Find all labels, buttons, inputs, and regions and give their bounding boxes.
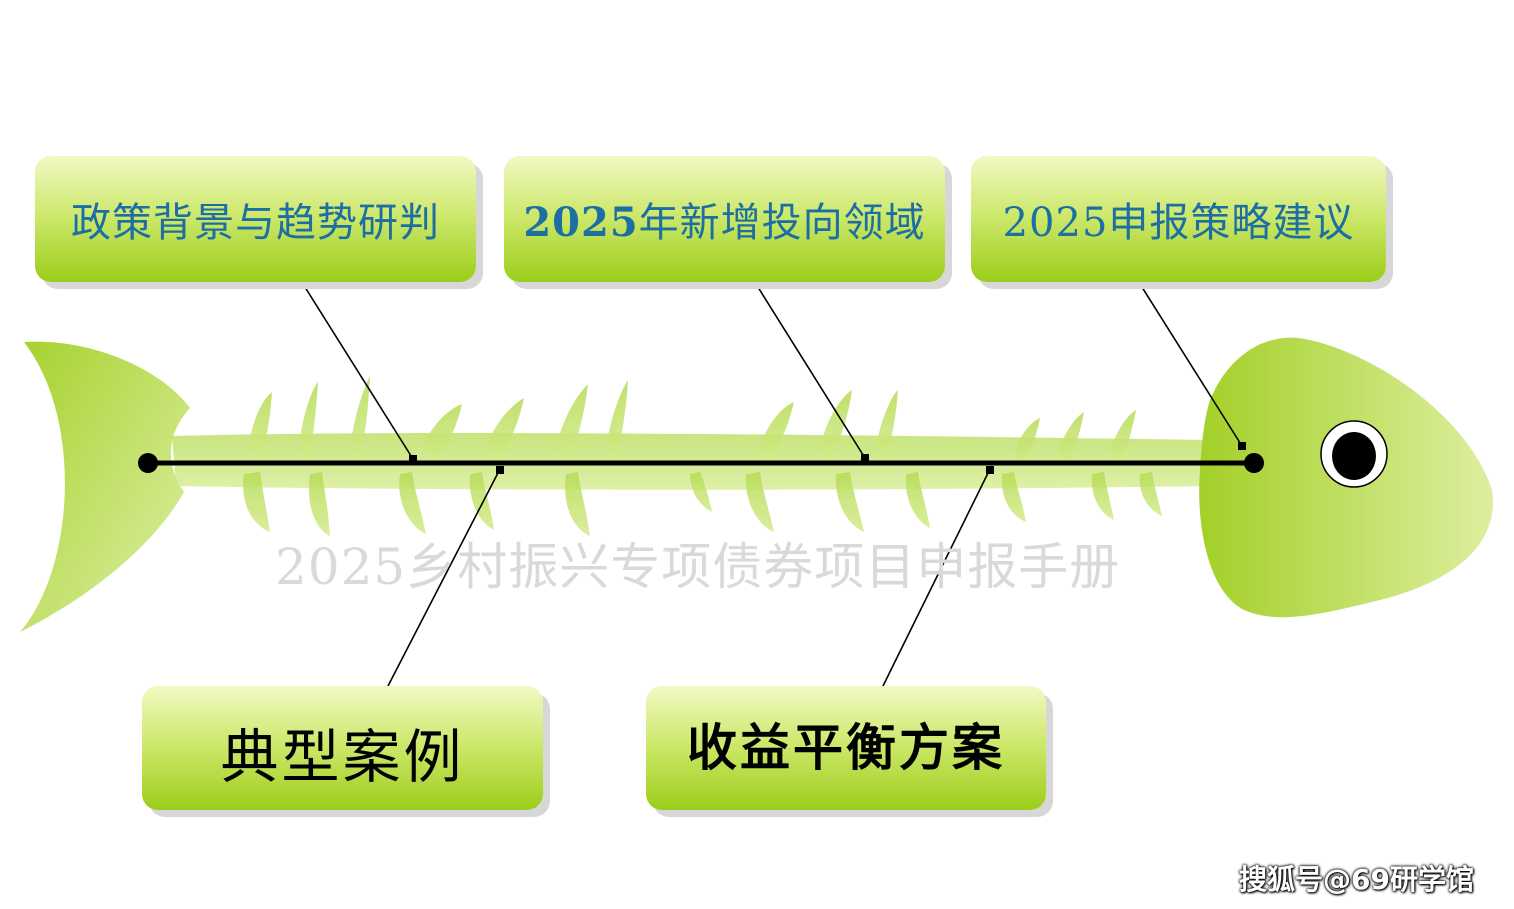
connector-bottom-1 xyxy=(387,468,501,687)
fish-tail xyxy=(20,341,190,632)
cause-label: 政策背景与趋势研判 xyxy=(71,200,440,246)
cause-box-investment-areas: 2025年新增投向领域 xyxy=(504,156,945,282)
connector-top-3 xyxy=(1139,283,1243,447)
spine-end-dot xyxy=(1244,453,1264,473)
cause-box-strategy: 2025申报策略建议 xyxy=(971,156,1386,282)
fish-bones xyxy=(243,376,1162,536)
diagram-title: 2025乡村振兴专项债券项目申报手册 xyxy=(275,538,1121,596)
source-watermark: 搜狐号@69研学馆 xyxy=(1239,863,1474,896)
cause-label: 2025申报策略建议 xyxy=(1002,200,1355,246)
cause-label-text: 年新增投向领域 xyxy=(638,200,926,246)
connector-top-2 xyxy=(755,283,866,459)
cause-label: 收益平衡方案 xyxy=(687,718,1005,777)
cause-box-cases: 典型案例 xyxy=(142,686,543,810)
fish-pupil xyxy=(1332,432,1376,480)
connector-bottom-2 xyxy=(882,468,991,687)
cause-box-policy: 政策背景与趋势研判 xyxy=(35,156,476,282)
cause-label-year: 2025 xyxy=(523,199,639,246)
connector-top-1 xyxy=(302,283,414,460)
spine-start-dot xyxy=(138,453,158,473)
cause-label: 2025年新增投向领域 xyxy=(523,190,925,248)
cause-box-revenue-balance: 收益平衡方案 xyxy=(646,686,1046,810)
cause-label: 典型案例 xyxy=(220,723,465,791)
